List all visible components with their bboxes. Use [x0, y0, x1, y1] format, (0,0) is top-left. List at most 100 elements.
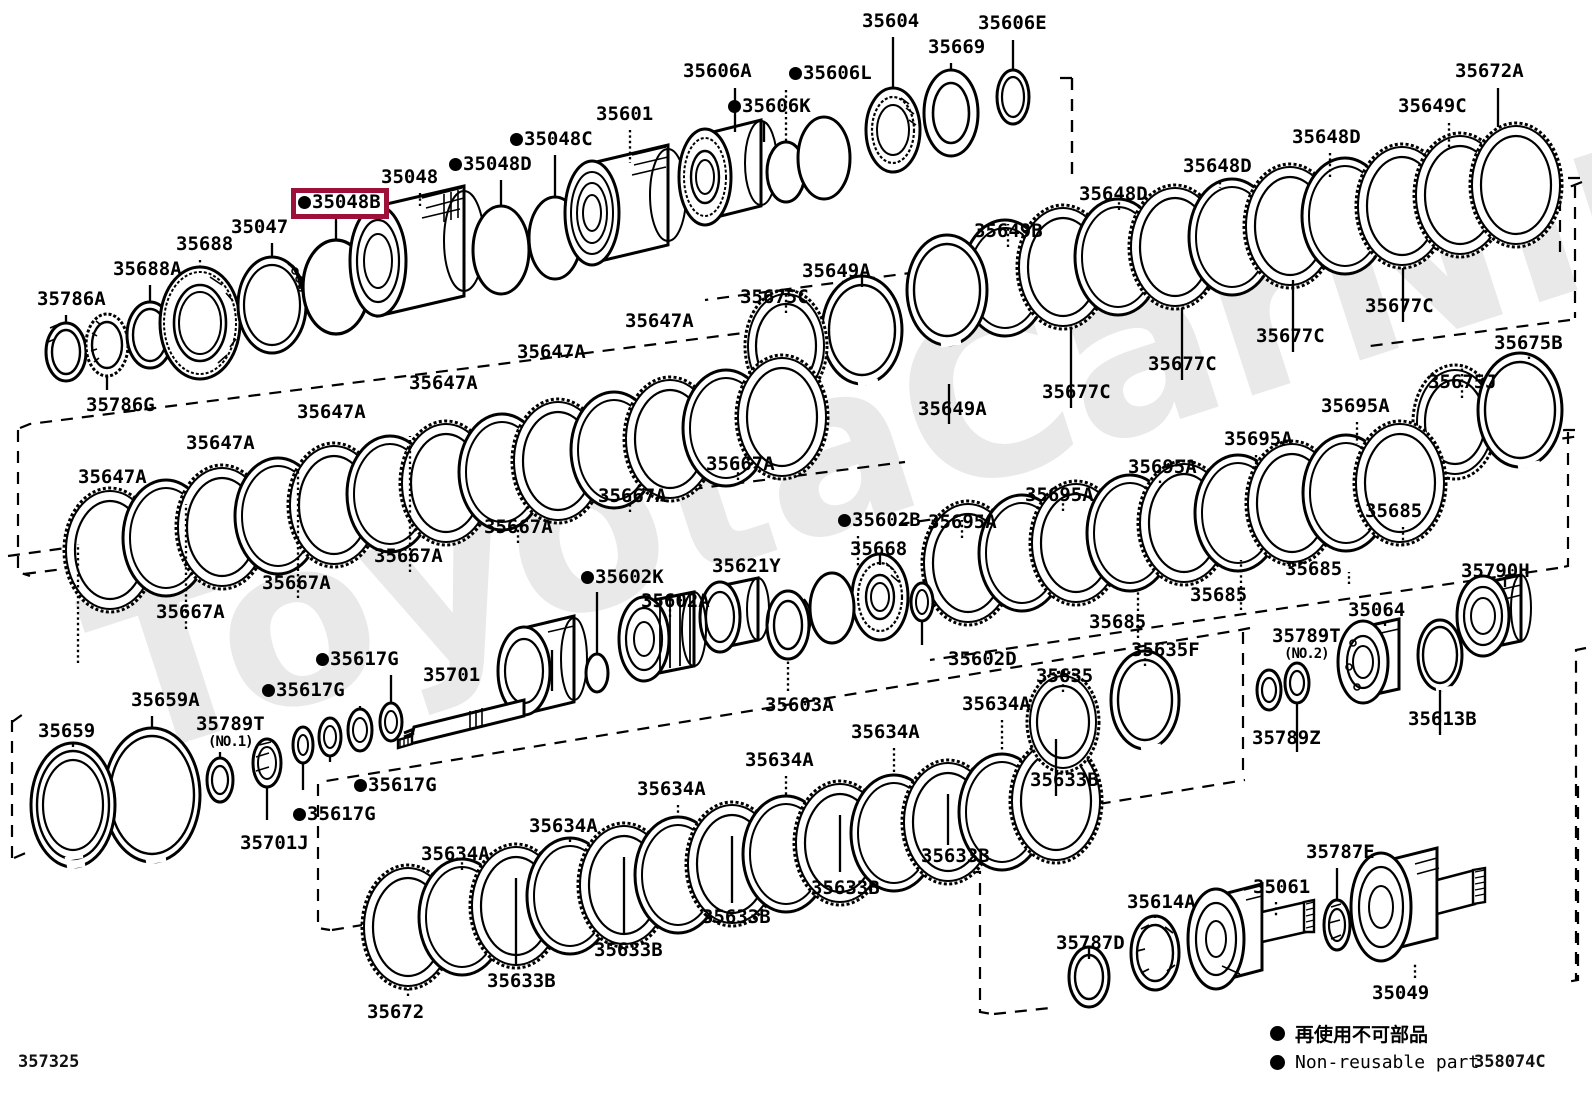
part-label-35677C: 35677C: [1148, 354, 1217, 375]
part-label-35634A: 35634A: [745, 750, 814, 771]
part-number-text: 35048C: [524, 128, 593, 150]
part-number-text: 35647A: [517, 341, 586, 363]
part-number-text: 35633B: [1030, 769, 1099, 791]
non-reusable-dot-icon: [293, 808, 306, 821]
part-number-text: 35667A: [374, 545, 443, 567]
part-number-text: 35602K: [595, 566, 664, 588]
non-reusable-dot-icon: [1270, 1026, 1285, 1041]
part-label-35633B: 35633B: [921, 845, 990, 867]
part-number-subtext: (NO.1): [208, 733, 254, 750]
part-label-35635F: 35635F: [1131, 640, 1200, 661]
part-number-text: 35633B: [811, 877, 880, 899]
part-label-35621Y: 35621Y: [712, 556, 781, 577]
part-label-35606E: 35606E: [978, 12, 1047, 34]
part-label-35667A: 35667A: [262, 573, 331, 594]
part-number-text: 35668: [850, 538, 908, 560]
part-number-text: 35675B: [1494, 332, 1563, 354]
part-label-35695A: 35695A: [1224, 429, 1293, 450]
part-label-35677C: 35677C: [1256, 326, 1325, 347]
part-label-35617G: 35617G: [354, 775, 437, 796]
part-label-35647A: 35647A: [186, 433, 255, 454]
part-label-35667A: 35667A: [484, 517, 553, 538]
part-label-35047: 35047: [231, 216, 289, 238]
part-number-text: 35789T: [196, 713, 265, 735]
part-label-35649B: 35649B: [974, 221, 1043, 242]
part-label-35787D: 35787D: [1056, 933, 1125, 954]
part-label-35648D: 35648D: [1292, 127, 1361, 148]
part-label-35675B: 35675B: [1494, 332, 1563, 354]
part-number-text: 35790H: [1461, 560, 1530, 582]
part-label-35787E: 35787E: [1306, 841, 1375, 863]
part-number-text: 35633B: [702, 906, 771, 928]
part-number-text: 35048: [381, 166, 439, 188]
part-number-text: 35048B: [312, 191, 381, 213]
part-number-text: 35049: [1372, 982, 1430, 1004]
part-label-35603A: 35603A: [765, 695, 834, 716]
part-number-text: 35064: [1348, 599, 1406, 621]
part-label-35635: 35635: [1036, 666, 1093, 687]
part-number-text: 35633B: [921, 845, 990, 867]
part-label-35602D: 35602D: [948, 648, 1017, 670]
part-label-35685: 35685: [1089, 611, 1147, 633]
part-number-text: 35606E: [978, 12, 1047, 34]
part-label-35667A: 35667A: [374, 545, 443, 567]
legend: 再使用不可部品 Non-reusable part: [1270, 1020, 1479, 1078]
part-label-35633B: 35633B: [811, 877, 880, 899]
part-label-35633B: 35633B: [594, 940, 663, 961]
part-number-text: 35633B: [487, 970, 556, 992]
part-number-text: 35789Z: [1252, 727, 1321, 749]
part-number-text: 35649C: [1398, 95, 1467, 117]
part-label-35786A: 35786A: [37, 289, 106, 310]
part-label-35789Z: 35789Z: [1252, 727, 1321, 749]
non-reusable-dot-icon: [510, 133, 523, 146]
part-label-35685: 35685: [1285, 559, 1342, 580]
part-label-35649C: 35649C: [1398, 95, 1467, 117]
part-number-text: 35647A: [409, 372, 478, 394]
part-label-35667A: 35667A: [156, 601, 225, 623]
part-label-35647A: 35647A: [297, 402, 366, 423]
part-label-35789T: 35789T(NO.1): [196, 713, 265, 750]
part-number-text: 35688: [176, 233, 234, 255]
part-number-text: 35604: [862, 10, 920, 32]
part-number-text: 35672: [367, 1001, 425, 1023]
part-label-35602B: 35602B: [838, 510, 921, 531]
part-label-35601: 35601: [596, 103, 654, 125]
part-label-35649A: 35649A: [918, 399, 987, 420]
part-number-text: 35659: [38, 720, 96, 742]
part-label-35048B[interactable]: 35048B: [291, 188, 389, 219]
part-number-text: 35601: [596, 103, 654, 125]
legend-row-english: Non-reusable part: [1270, 1052, 1479, 1073]
part-label-35633B: 35633B: [487, 970, 556, 992]
part-number-text: 35606K: [742, 95, 811, 117]
part-label-35672: 35672: [367, 1001, 425, 1023]
part-number-text: 35634A: [962, 693, 1031, 715]
part-number-text: 35648D: [1079, 183, 1148, 205]
legend-row-japanese: 再使用不可部品: [1270, 1020, 1479, 1047]
part-number-text: 35647A: [78, 466, 147, 488]
part-number-text: 35787E: [1306, 841, 1375, 863]
part-label-35606K: 35606K: [728, 95, 811, 117]
part-number-text: 35047: [231, 216, 289, 238]
part-number-text: 35667A: [156, 601, 225, 623]
part-label-35604: 35604: [862, 10, 920, 32]
part-number-text: 35606L: [803, 62, 872, 84]
part-number-text: 35685: [1089, 611, 1147, 633]
non-reusable-dot-icon: [449, 158, 462, 171]
part-number-text: 35614A: [1127, 891, 1196, 913]
part-label-35789T: 35789T(NO.2): [1272, 626, 1341, 662]
part-label-35602A: 35602A: [641, 591, 710, 612]
part-number-text: 35634A: [529, 815, 598, 837]
part-number-text: 35602D: [948, 648, 1017, 670]
part-label-35634A: 35634A: [851, 722, 920, 743]
part-number-text: 35048D: [463, 153, 532, 175]
part-number-text: 35677C: [1042, 381, 1111, 403]
part-label-35667A: 35667A: [706, 454, 775, 475]
part-label-35685: 35685: [1190, 585, 1247, 606]
part-number-text: 35613B: [1408, 708, 1477, 730]
part-number-text: 35617G: [276, 679, 345, 701]
non-reusable-dot-icon: [1270, 1055, 1285, 1070]
part-label-35048D: 35048D: [449, 153, 532, 175]
part-number-text: 35695A: [928, 511, 997, 533]
non-reusable-dot-icon: [316, 653, 329, 666]
